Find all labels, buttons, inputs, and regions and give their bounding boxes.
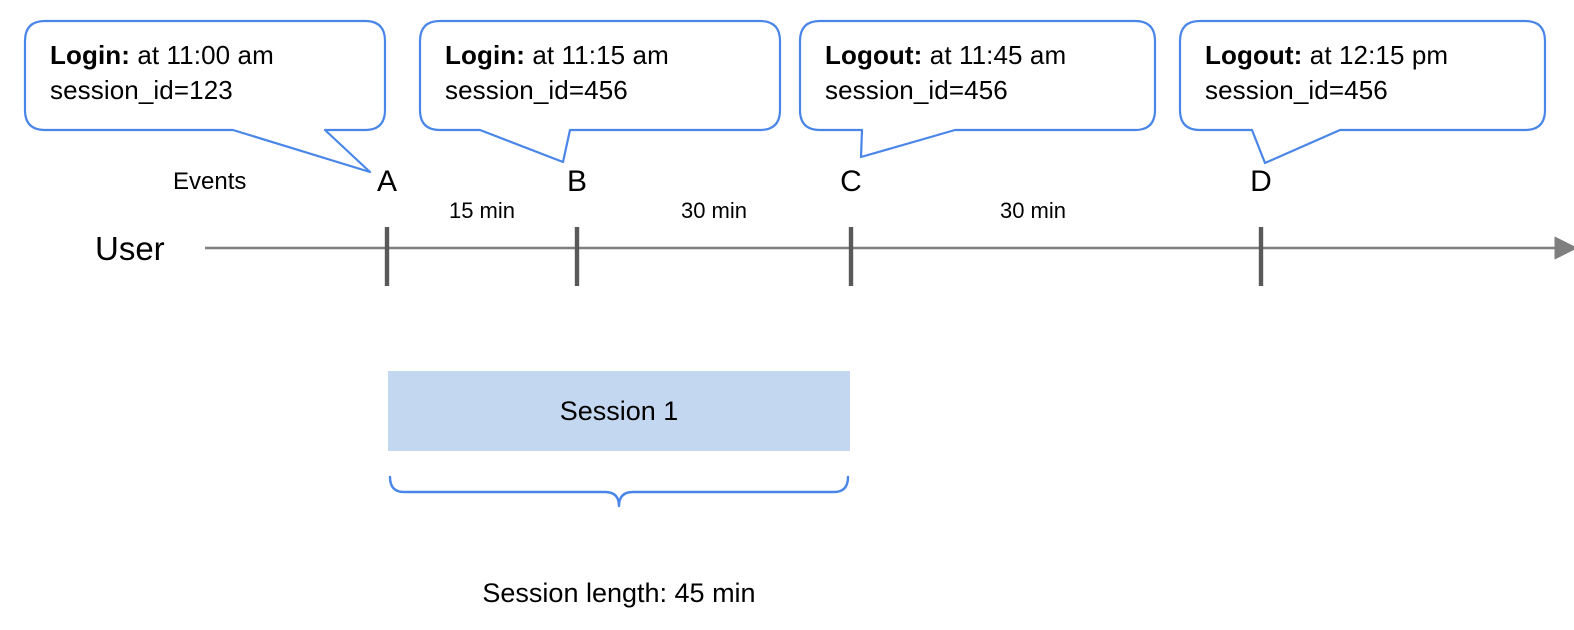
callout-c-kind: Logout:	[825, 40, 923, 70]
callout-bubble-a	[23, 19, 387, 174]
session-bar-label: Session 1	[559, 395, 679, 426]
callout-bubble-c	[798, 19, 1157, 159]
callout-c-line1: Logout: at 11:45 am	[825, 38, 1066, 73]
callout-a-text: Login: at 11:00 am session_id=123	[50, 38, 274, 108]
callout-a-time: at 11:00 am	[137, 40, 274, 70]
callout-a-detail: session_id=123	[50, 75, 233, 105]
event-letter-a: A	[376, 165, 397, 198]
session-bar-rect	[388, 371, 850, 451]
callout-b-line1: Login: at 11:15 am	[445, 38, 669, 73]
interval-label-ab: 15 min	[448, 198, 516, 223]
event-letter-d: D	[1250, 165, 1272, 198]
callout-d-detail: session_id=456	[1205, 75, 1388, 105]
callout-d-line1: Logout: at 12:15 pm	[1205, 38, 1448, 73]
session-bar: Session 1	[388, 371, 850, 451]
callout-a-kind: Login:	[50, 40, 131, 70]
session-length-caption: Session length: 45 min	[482, 578, 756, 608]
event-letter-b: B	[566, 165, 587, 198]
callout-b-time: at 11:15 am	[532, 40, 669, 70]
callout-d-time: at 12:15 pm	[1309, 40, 1449, 70]
callout-c-detail: session_id=456	[825, 75, 1008, 105]
callout-c-text: Logout: at 11:45 am session_id=456	[825, 38, 1066, 108]
events-row-label: Events	[173, 168, 247, 195]
callout-b-text: Login: at 11:15 am session_id=456	[445, 38, 669, 108]
event-letter-c: C	[840, 165, 862, 198]
callout-bubble-d	[1178, 19, 1547, 165]
callout-d-text: Logout: at 12:15 pm session_id=456	[1205, 38, 1448, 108]
interval-label-cd: 30 min	[999, 198, 1067, 223]
user-lane-label: User	[95, 230, 165, 267]
callout-a-line1: Login: at 11:00 am	[50, 38, 274, 73]
callout-d-kind: Logout:	[1205, 40, 1303, 70]
session-brace	[388, 475, 850, 508]
callout-c-time: at 11:45 am	[929, 40, 1067, 70]
callout-bubble-b	[418, 19, 782, 164]
callout-b-detail: session_id=456	[445, 75, 628, 105]
callout-b-kind: Login:	[445, 40, 526, 70]
interval-label-bc: 30 min	[680, 198, 748, 223]
